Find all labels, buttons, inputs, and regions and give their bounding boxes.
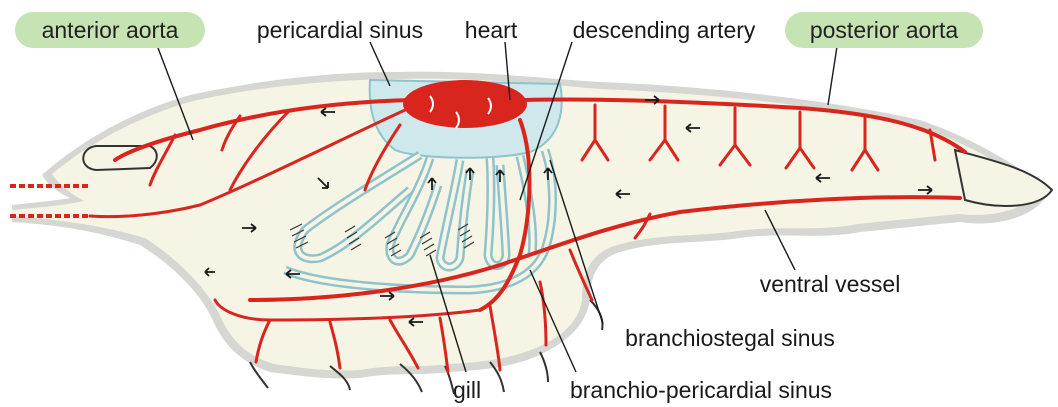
label-posterior-aorta: posterior aorta <box>810 17 959 43</box>
label-descending-artery: descending artery <box>573 17 756 43</box>
label-pericardial-sinus: pericardial sinus <box>257 17 423 43</box>
label-ventral-vessel: ventral vessel <box>760 271 901 297</box>
label-branchio-pericardial-sinus: branchio-pericardial sinus <box>570 377 832 403</box>
tail-fan <box>955 150 1052 206</box>
label-branchiostegal-sinus: branchiostegal sinus <box>625 325 835 351</box>
label-anterior-aorta: anterior aorta <box>42 17 179 43</box>
label-gill: gill <box>453 377 481 403</box>
label-heart: heart <box>465 17 518 43</box>
